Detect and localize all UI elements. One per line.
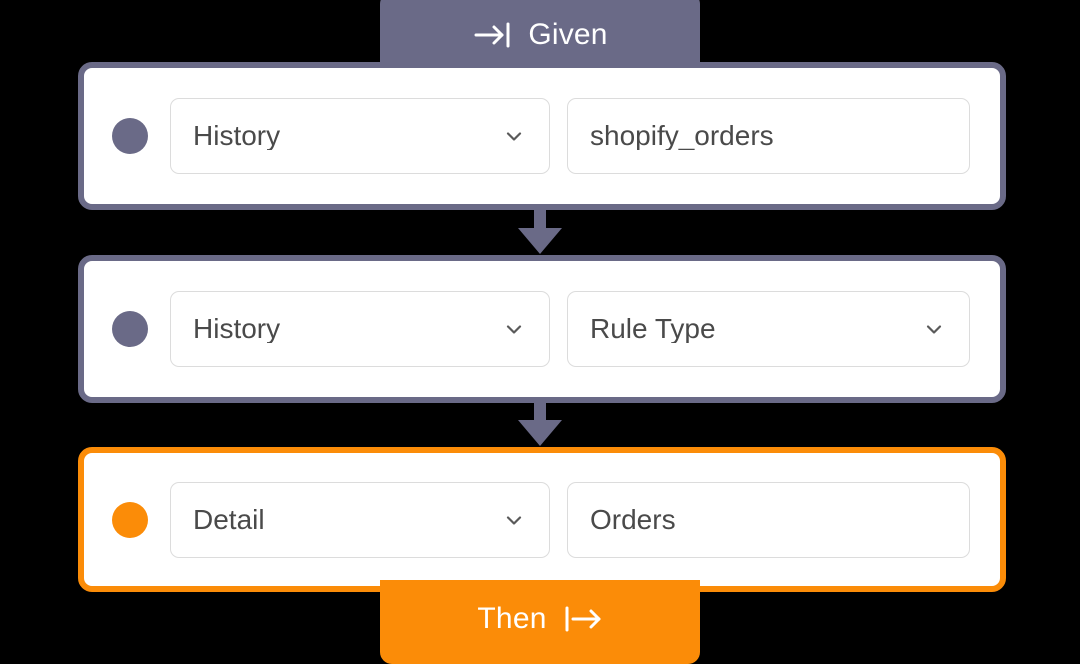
chevron-down-icon [501, 316, 527, 342]
rule-1-value-text: shopify_orders [590, 122, 774, 150]
rule-2-source-select[interactable]: History [170, 291, 550, 367]
rule-1-source-value: History [193, 122, 281, 150]
rule-2-source-value: History [193, 315, 281, 343]
arrow-down-icon [510, 208, 570, 261]
chevron-down-icon [501, 507, 527, 533]
connector-1 [0, 208, 1080, 261]
rule-1-value-input[interactable]: shopify_orders [567, 98, 970, 174]
rule-row-3[interactable]: Detail Orders [78, 447, 1006, 592]
rule-3-detail-value: Detail [193, 505, 265, 534]
bar-to-arrow-right-icon [561, 603, 603, 635]
then-tab-label: Then [477, 602, 547, 635]
rule-3-value-input[interactable]: Orders [567, 481, 970, 558]
arrow-down-icon [510, 400, 570, 453]
rule-3-value-text: Orders [590, 505, 676, 534]
rule-row-1[interactable]: History shopify_orders [78, 62, 1006, 210]
arrow-right-to-bar-icon [472, 19, 514, 51]
chevron-down-icon [921, 316, 947, 342]
rule-2-rule-type-select[interactable]: Rule Type [567, 291, 970, 367]
rule-row-2[interactable]: History Rule Type [78, 255, 1006, 403]
connector-2 [0, 400, 1080, 453]
status-dot [112, 311, 148, 347]
rule-3-detail-select[interactable]: Detail [170, 481, 550, 558]
rule-row-3-fields: Detail Orders [170, 481, 970, 558]
rule-1-source-select[interactable]: History [170, 98, 550, 174]
status-dot [112, 501, 148, 538]
then-tab[interactable]: Then [380, 580, 700, 664]
status-dot [112, 118, 148, 154]
chevron-down-icon [501, 123, 527, 149]
given-tab-label: Given [528, 18, 608, 51]
rule-row-2-fields: History Rule Type [170, 291, 970, 367]
rule-2-rule-type-value: Rule Type [590, 315, 716, 343]
given-tab[interactable]: Given [380, 0, 700, 74]
rule-row-1-fields: History shopify_orders [170, 98, 970, 174]
